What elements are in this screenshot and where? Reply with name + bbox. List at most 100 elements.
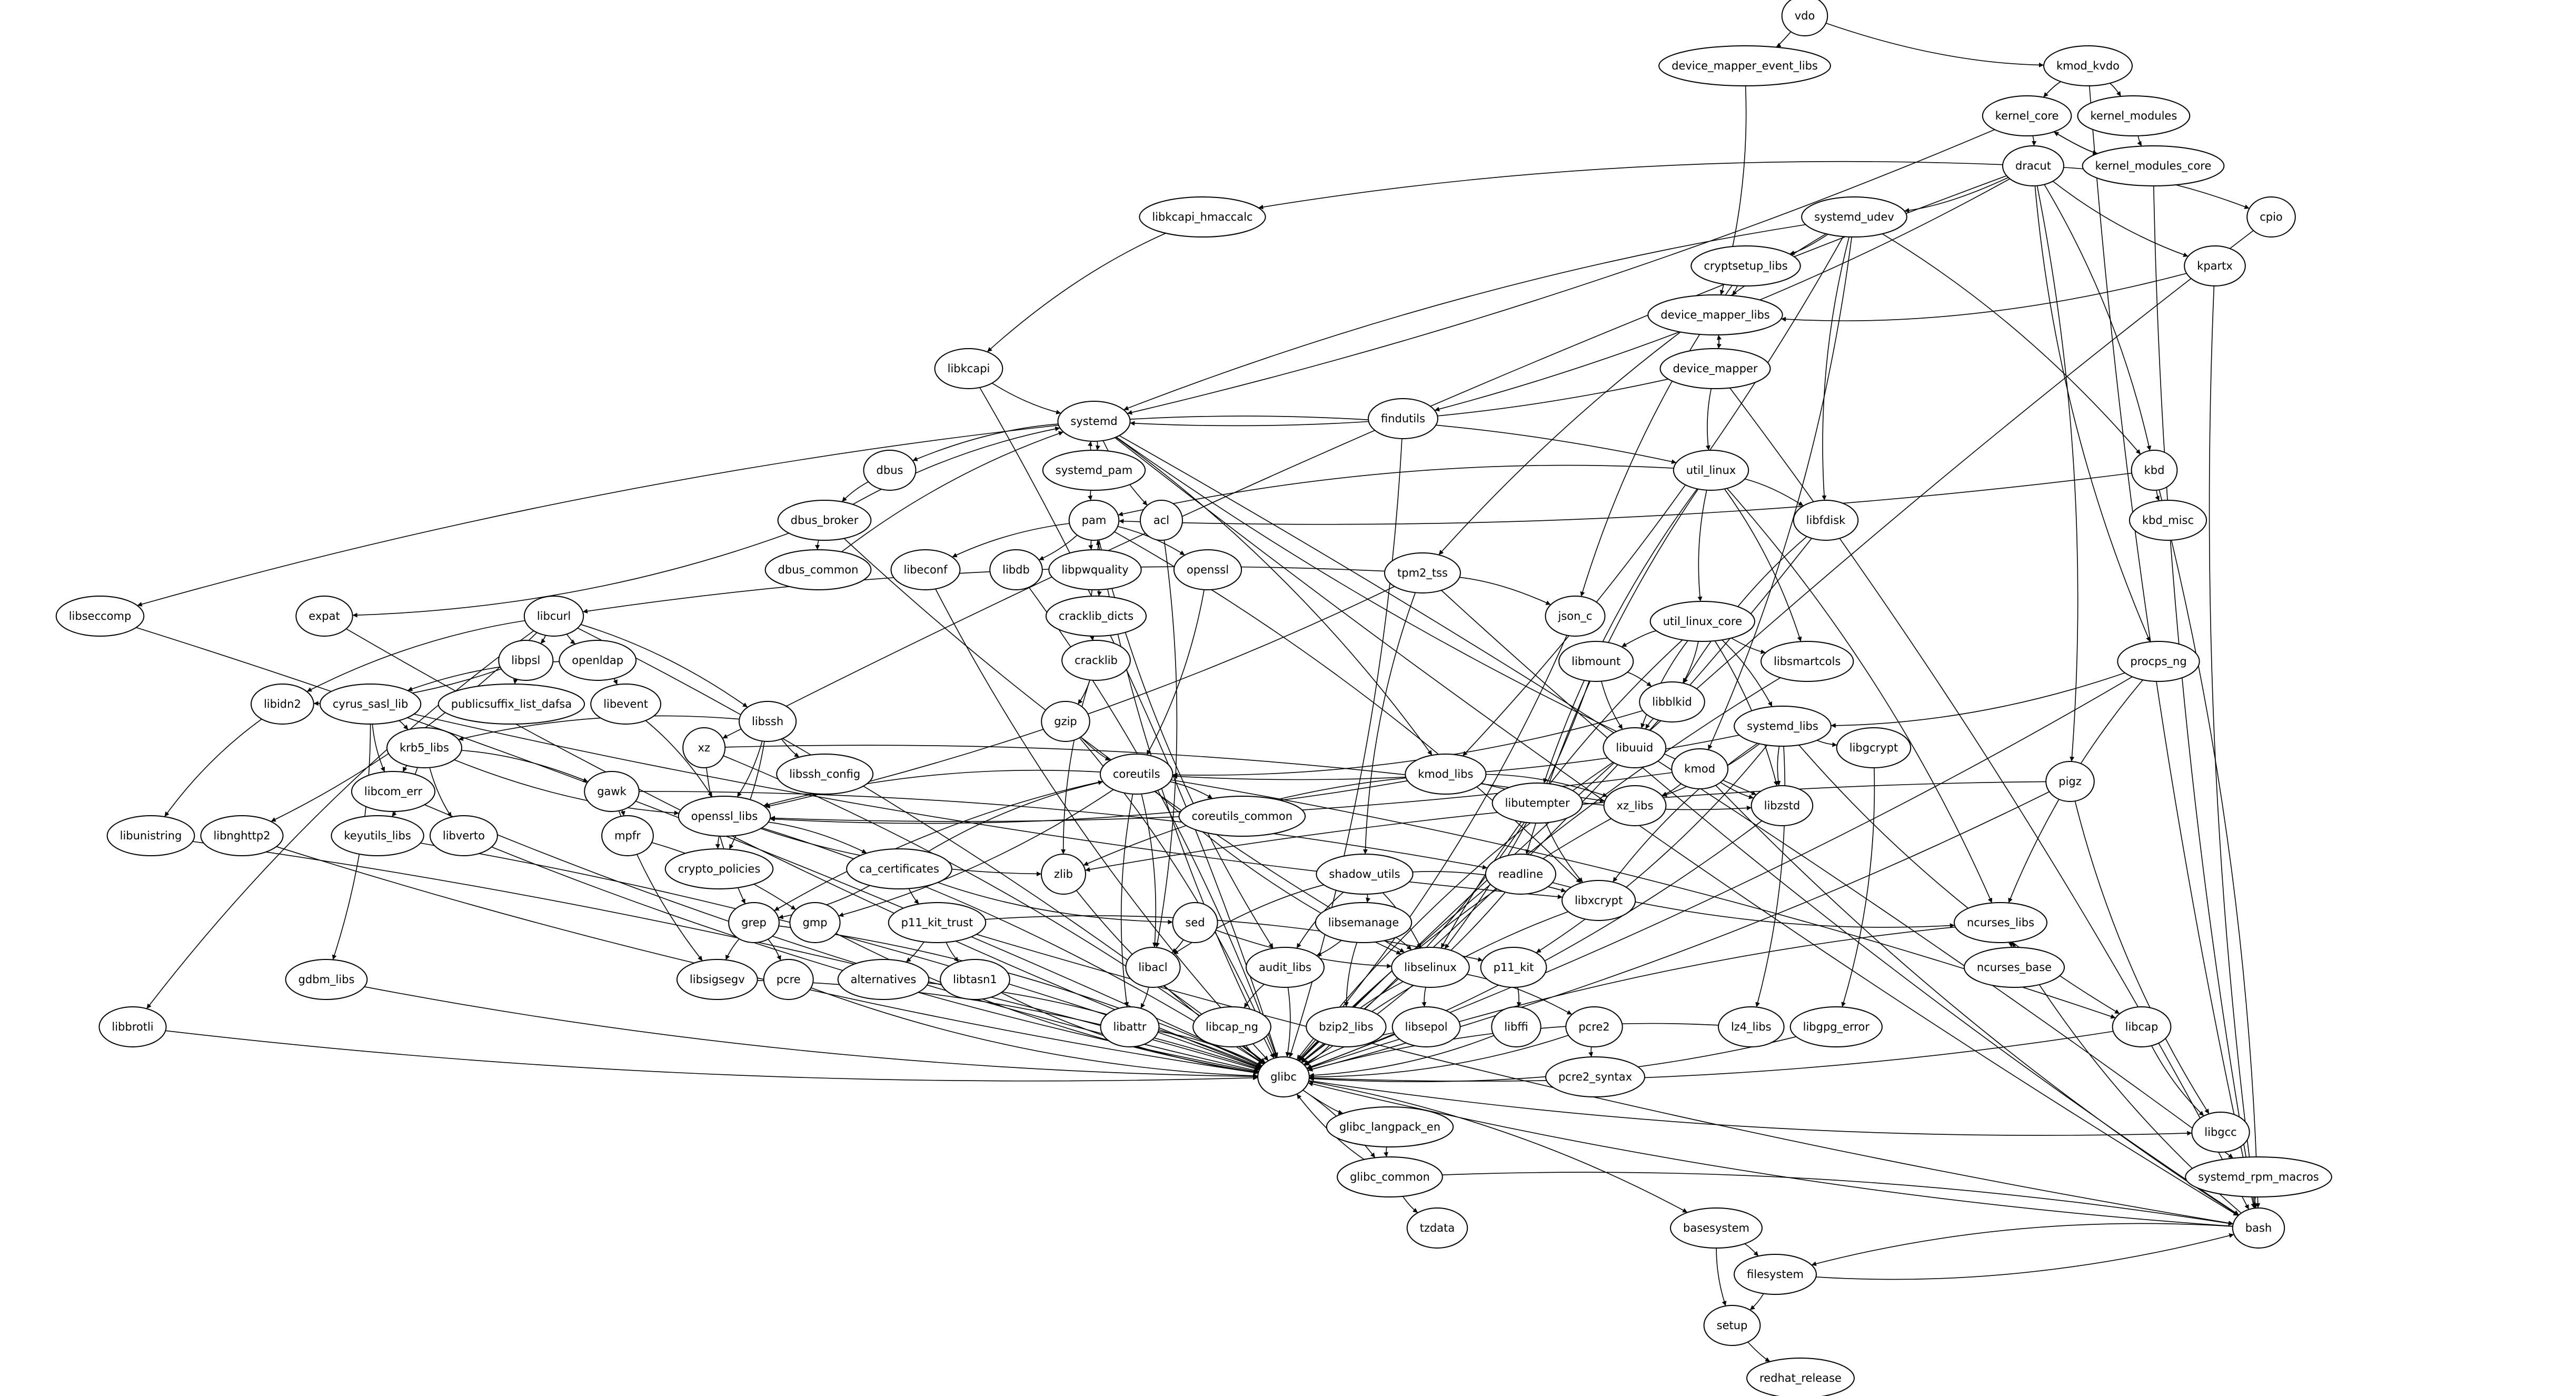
edge-basesystem-to-filesystem	[1744, 1243, 1759, 1256]
edge-systemd-pam-to-pam	[1088, 490, 1092, 501]
node-libattr	[1100, 1006, 1160, 1047]
node-kmod	[1671, 748, 1729, 789]
node-zlib	[1041, 854, 1086, 895]
node-label: libsemanage	[1328, 916, 1399, 929]
edge-path	[1309, 1035, 1569, 1080]
edge-krb5-libs-to-gawk	[461, 750, 589, 783]
edge-path	[768, 938, 781, 961]
node-dbus	[863, 450, 917, 491]
edge-path	[1140, 987, 1149, 1009]
node-util-linux-core	[1649, 601, 1756, 642]
node-crypto-policies	[664, 848, 774, 889]
node-label: krb5_libs	[400, 741, 449, 755]
node-ellipse	[523, 596, 584, 637]
edge-path	[1798, 745, 2120, 1014]
edge-ca-certificates-to-sed	[938, 882, 1173, 925]
node-label: libkcapi_hmaccalc	[1152, 211, 1252, 224]
edge-glibc-common-to-bash	[1442, 1172, 2233, 1226]
node-device-mapper-libs	[1647, 294, 1783, 335]
edge-vdo-to-kmod-kvdo	[1826, 23, 2044, 67]
node-ellipse	[837, 959, 930, 1000]
node-ellipse	[890, 549, 961, 590]
edge-audit-libs-to-libcap-ng	[1244, 984, 1265, 1008]
edge-dbus-broker-to-systemd	[852, 427, 1060, 505]
edge-path	[613, 678, 618, 685]
node-label: kernel_modules	[2090, 110, 2177, 123]
node-ellipse	[386, 727, 462, 768]
node-label: procps_ng	[2130, 655, 2186, 668]
edge-libkcapi-to-glibc	[979, 387, 1278, 1058]
node-libeconf	[890, 549, 961, 590]
edge-path	[137, 424, 1059, 607]
node-libkcapi	[934, 348, 1003, 389]
edge-path	[2110, 83, 2122, 97]
node-ellipse	[1703, 1305, 1761, 1346]
node-libmount	[1558, 641, 1634, 682]
edge-path	[811, 987, 1258, 1078]
edge-kpartx-to-bash	[2209, 285, 2258, 1209]
edge-path	[2074, 801, 2210, 1114]
node-ellipse	[1041, 701, 1090, 742]
node-label: gdbm_libs	[299, 973, 355, 986]
edge-path	[352, 532, 789, 618]
node-label: device_mapper	[1673, 362, 1757, 375]
node-label: cryptsetup_libs	[1704, 260, 1787, 273]
node-label: kbd	[2144, 464, 2165, 477]
edge-path	[1442, 1172, 2233, 1226]
edge-path	[461, 750, 589, 783]
edge-kernel-modules-core-to-bash	[2153, 185, 2257, 1209]
edge-systemd-libs-to-p11-kit	[1536, 745, 1768, 954]
node-ellipse	[200, 815, 284, 856]
node-ellipse	[2002, 145, 2064, 186]
edge-systemd-libs-to-libcap	[1798, 745, 2120, 1014]
edge-util-linux-to-libutempter	[1543, 488, 1698, 784]
node-label: ca_certificates	[859, 863, 939, 876]
edge-dracut-to-procps-ng	[2034, 185, 2151, 642]
edge-path	[1717, 334, 1722, 349]
edge-setup-to-redhat-release	[1747, 1341, 1771, 1362]
edge-kernel-modules-core-to-kernel-core	[2053, 131, 2098, 154]
node-ellipse	[1406, 1207, 1468, 1249]
node-ellipse	[2184, 245, 2246, 286]
node-label: systemd_pam	[1056, 464, 1132, 477]
edge-filesystem-to-setup	[1749, 1293, 1764, 1311]
edge-path	[1708, 236, 1852, 750]
edge-kpartx-to-device-mapper-libs	[1781, 273, 2187, 322]
edge-path	[1245, 1045, 1265, 1064]
node-ellipse	[437, 684, 585, 725]
node-ellipse	[2131, 450, 2178, 491]
edge-path	[1459, 577, 1551, 606]
edge-path	[1308, 1081, 1688, 1213]
node-p11-kit	[1480, 947, 1547, 988]
node-setup	[1703, 1305, 1761, 1346]
node-ellipse	[1673, 450, 1749, 491]
node-filesystem	[1734, 1254, 1817, 1295]
node-ellipse	[2191, 1112, 2250, 1153]
node-label: filesystem	[1747, 1268, 1804, 1281]
edge-kbd-to-kbd-misc	[2155, 490, 2160, 501]
node-label: mpfr	[614, 829, 641, 842]
node-label: pam	[1082, 514, 1107, 527]
node-label: findutils	[1381, 412, 1425, 425]
node-label: device_mapper_event_libs	[1672, 60, 1818, 73]
node-ellipse	[1041, 854, 1086, 895]
node-ellipse	[1659, 348, 1771, 389]
edge-path	[1841, 767, 1875, 1007]
node-libssh	[739, 701, 797, 742]
edge-systemd-udev-to-kbd	[1882, 233, 2141, 455]
node-ellipse	[1246, 947, 1325, 988]
node-libgpg-error	[1789, 1006, 1883, 1047]
node-label: expat	[309, 610, 340, 622]
node-ellipse	[2082, 145, 2225, 186]
node-label: systemd_libs	[1747, 720, 1818, 733]
node-label: libxcrypt	[1575, 894, 1623, 907]
node-libtasn1	[940, 959, 1010, 1000]
edge-dracut-to-kbd	[2044, 184, 2152, 451]
node-ellipse	[846, 848, 952, 889]
edge-path	[1297, 635, 1567, 1061]
node-label: glibc_langpack_en	[1339, 1121, 1440, 1134]
edge-kmod-libs-to-xz-libs	[1486, 774, 1608, 797]
edge-path	[1816, 1233, 2234, 1280]
edge-grep-to-pcre	[768, 938, 781, 961]
edge-glibc-to-basesystem	[1308, 1081, 1688, 1213]
